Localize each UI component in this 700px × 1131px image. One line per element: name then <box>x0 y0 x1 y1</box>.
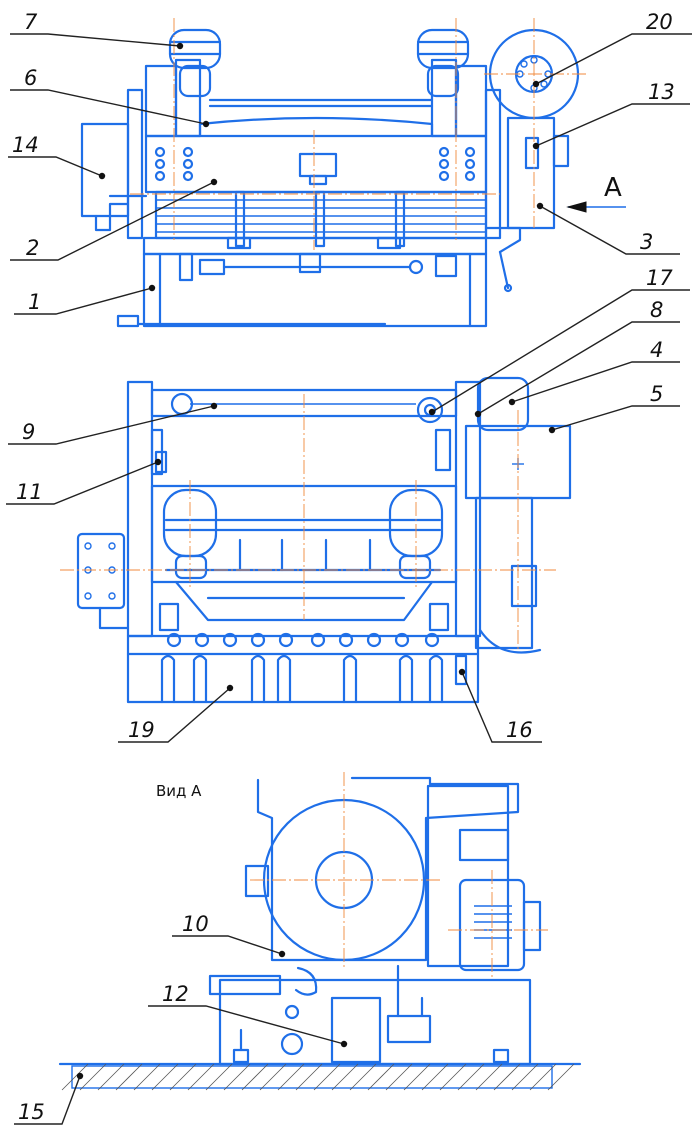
control-box <box>80 122 130 218</box>
view-a-caption: Вид А <box>156 782 202 800</box>
view-letter: A <box>604 173 622 203</box>
base-slots <box>160 654 444 704</box>
bolt-pattern-left <box>154 146 194 182</box>
lower-base <box>126 634 480 704</box>
callout-1: 1 <box>28 290 41 314</box>
callouts: 7 6 14 2 1 20 13 3 17 8 4 5 9 <box>6 10 692 1125</box>
callout-7: 7 <box>24 10 38 34</box>
view-a: Вид А <box>58 772 582 1091</box>
top-wheel-right <box>416 28 470 98</box>
top-wheel-left <box>168 28 222 98</box>
foundation <box>58 1062 582 1091</box>
callout-20: 20 <box>646 10 673 34</box>
callout-5: 5 <box>650 382 663 406</box>
left-upright <box>126 380 154 638</box>
callout-3: 3 <box>640 230 653 254</box>
bed-frame <box>142 252 488 328</box>
callout-8: 8 <box>650 298 663 322</box>
shaft-end-left <box>170 392 194 416</box>
motor-view-a <box>458 878 542 972</box>
callout-13: 13 <box>648 80 675 104</box>
eccentric-17 <box>416 396 444 424</box>
bolt-pattern-right <box>438 146 476 182</box>
cabinet-12 <box>330 996 382 1064</box>
callout-10: 10 <box>182 912 209 936</box>
roller-row <box>166 632 440 648</box>
callout-12: 12 <box>162 982 189 1006</box>
callout-6: 6 <box>24 66 37 90</box>
callout-2: 2 <box>26 236 39 260</box>
view-arrow-icon <box>566 201 587 213</box>
callout-14: 14 <box>12 133 39 157</box>
callout-4: 4 <box>650 338 663 362</box>
callout-9: 9 <box>22 420 35 444</box>
callout-16: 16 <box>506 718 533 742</box>
drive-housing <box>506 116 556 230</box>
callout-17: 17 <box>646 266 673 290</box>
side-view <box>60 376 572 704</box>
front-view: A <box>80 18 626 328</box>
callout-19: 19 <box>128 718 155 742</box>
callout-11: 11 <box>16 480 43 504</box>
knife-beam <box>154 190 488 240</box>
callout-15: 15 <box>18 1100 45 1124</box>
